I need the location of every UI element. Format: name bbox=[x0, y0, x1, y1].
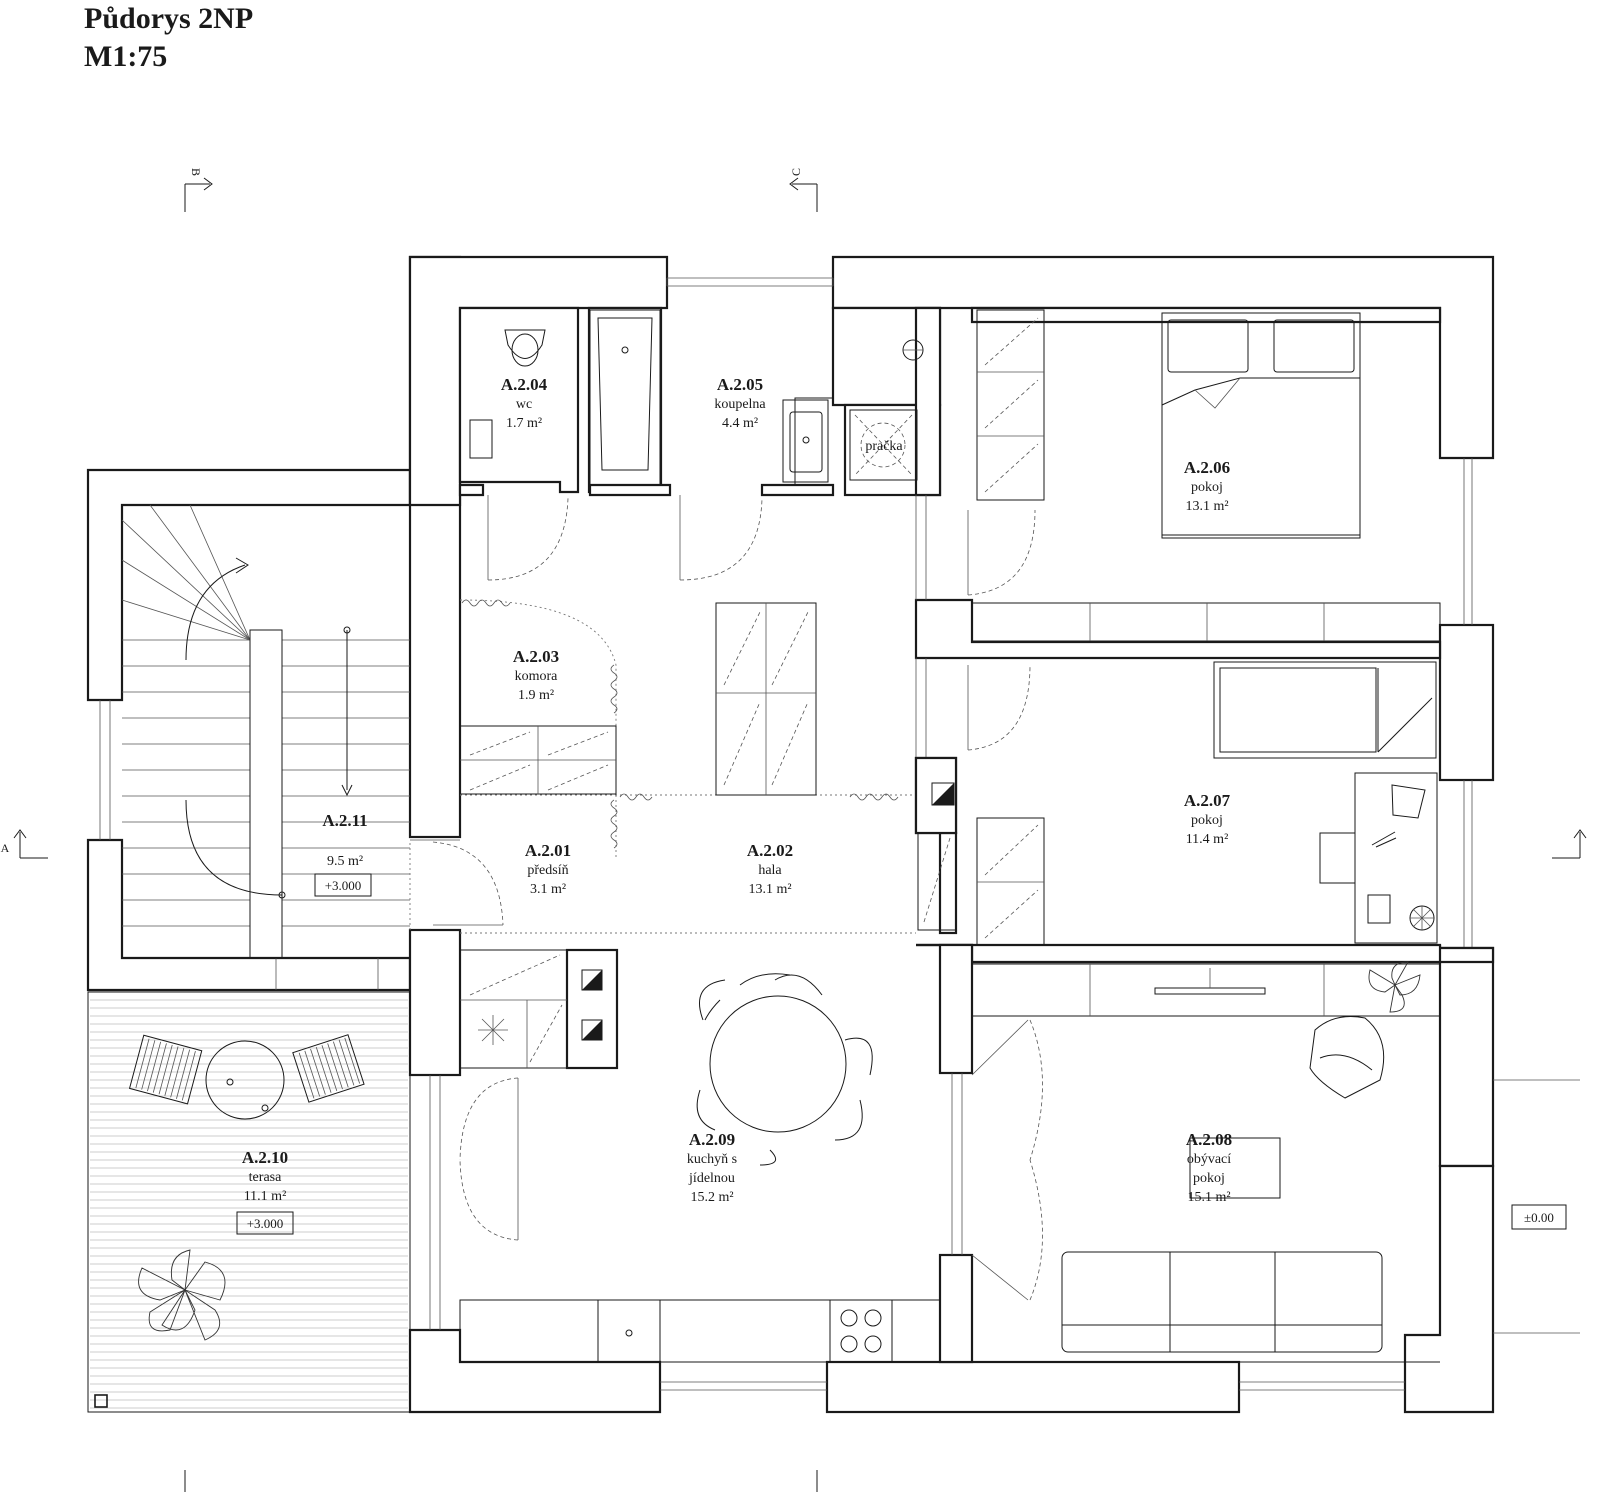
section-marker-a: A bbox=[1, 829, 1587, 859]
room-area: 4.4 m² bbox=[722, 416, 758, 431]
room-name-2: pokoj bbox=[1193, 1171, 1225, 1186]
section-marker-b: B bbox=[184, 168, 213, 212]
section-marker-c: C bbox=[789, 168, 818, 212]
living-plant bbox=[1368, 961, 1421, 1013]
room-a204: A.2.04 wc 1.7 m² bbox=[501, 375, 548, 431]
service-shafts bbox=[565, 756, 958, 1070]
outer-walls bbox=[408, 255, 1580, 1414]
double-bed bbox=[1161, 312, 1361, 539]
room-level: +3.000 bbox=[247, 1216, 284, 1231]
external-level-value: ±0.00 bbox=[1524, 1210, 1554, 1225]
room-area: 3.1 m² bbox=[530, 882, 566, 897]
room-id: A.2.07 bbox=[1184, 791, 1231, 810]
room-id: A.2.06 bbox=[1184, 458, 1230, 477]
curtains bbox=[461, 599, 899, 849]
room-id: A.2.10 bbox=[242, 1148, 288, 1167]
dining-table bbox=[696, 973, 873, 1166]
room-area: 13.1 m² bbox=[748, 882, 791, 897]
room-area: 11.1 m² bbox=[244, 1189, 287, 1204]
room-a203: A.2.03 komora 1.9 m² bbox=[513, 647, 559, 703]
room-id: A.2.02 bbox=[747, 841, 793, 860]
room-id: A.2.03 bbox=[513, 647, 559, 666]
room-a208: A.2.08 obývací pokoj 15.1 m² bbox=[1186, 1130, 1232, 1205]
level-box bbox=[236, 1211, 294, 1235]
room-a206: A.2.06 pokoj 13.1 m² bbox=[1184, 458, 1230, 514]
room-area: 1.7 m² bbox=[506, 416, 542, 431]
interior-walls bbox=[408, 306, 1495, 1364]
section-label-c: C bbox=[789, 168, 803, 176]
room-area: 15.1 m² bbox=[1187, 1190, 1230, 1205]
washer-label: pračka bbox=[865, 439, 903, 454]
room-area: 13.1 m² bbox=[1185, 499, 1228, 514]
room-labels: A.2.01 předsíň 3.1 m² A.2.02 hala 13.1 m… bbox=[236, 375, 1567, 1235]
room-name: hala bbox=[758, 863, 782, 878]
room-id: A.2.09 bbox=[689, 1130, 735, 1149]
room-id: A.2.04 bbox=[501, 375, 548, 394]
room-id: A.2.05 bbox=[717, 375, 763, 394]
room-area: 15.2 m² bbox=[690, 1190, 733, 1205]
external-level: ±0.00 bbox=[1511, 1204, 1567, 1230]
room-a202: A.2.02 hala 13.1 m² bbox=[747, 841, 793, 897]
room-a210: A.2.10 terasa 11.1 m² +3.000 bbox=[236, 1148, 294, 1235]
bathtub bbox=[589, 309, 661, 486]
title-line-2: M1:75 bbox=[84, 40, 168, 73]
title-line-1: Půdorys 2NP bbox=[84, 2, 254, 35]
room-name: koupelna bbox=[714, 397, 766, 412]
room-name: komora bbox=[515, 669, 559, 684]
living-furniture bbox=[1061, 1016, 1385, 1353]
desk bbox=[1319, 772, 1438, 944]
room-a205: A.2.05 koupelna 4.4 m² bbox=[714, 375, 766, 431]
room-a209: A.2.09 kuchyň s jídelnou 15.2 m² bbox=[687, 1130, 737, 1205]
shower-drain bbox=[902, 339, 924, 361]
room-level: +3.000 bbox=[325, 878, 362, 893]
washing-machine: pračka bbox=[849, 409, 918, 481]
kitchen-units bbox=[459, 949, 941, 1363]
room-area: 1.9 m² bbox=[518, 688, 554, 703]
room-name: terasa bbox=[249, 1170, 282, 1185]
section-label-a: A bbox=[1, 841, 10, 855]
room-a207: A.2.07 pokoj 11.4 m² bbox=[1184, 791, 1231, 847]
wc-fixtures bbox=[469, 329, 546, 459]
room-name: pokoj bbox=[1191, 813, 1223, 828]
terrace-plant bbox=[138, 1249, 226, 1341]
room-id: A.2.08 bbox=[1186, 1130, 1232, 1149]
room-a211: A.2.11 9.5 m² +3.000 bbox=[314, 811, 372, 897]
stair-hall bbox=[86, 255, 462, 992]
single-bed bbox=[1213, 661, 1437, 759]
terrace-furniture bbox=[128, 1034, 365, 1120]
section-label-b: B bbox=[189, 168, 203, 176]
room-a201: A.2.01 předsíň 3.1 m² bbox=[525, 841, 571, 897]
wardrobes bbox=[459, 309, 1441, 1017]
room-name-2: jídelnou bbox=[688, 1171, 735, 1186]
room-name: wc bbox=[516, 397, 532, 412]
level-box bbox=[1511, 1204, 1567, 1230]
room-id: A.2.01 bbox=[525, 841, 571, 860]
room-boundaries bbox=[409, 599, 916, 934]
room-name: pokoj bbox=[1191, 480, 1223, 495]
level-box bbox=[314, 873, 372, 897]
door-swings bbox=[432, 495, 1043, 1301]
room-name: kuchyň s bbox=[687, 1152, 737, 1167]
room-area: 11.4 m² bbox=[1186, 832, 1229, 847]
room-name: obývací bbox=[1187, 1152, 1231, 1167]
room-id: A.2.11 bbox=[322, 811, 367, 830]
plan-title: Půdorys 2NP M1:75 bbox=[84, 0, 253, 76]
bathroom-sink bbox=[782, 397, 833, 485]
room-area: 9.5 m² bbox=[327, 854, 363, 869]
room-name: předsíň bbox=[527, 863, 568, 878]
